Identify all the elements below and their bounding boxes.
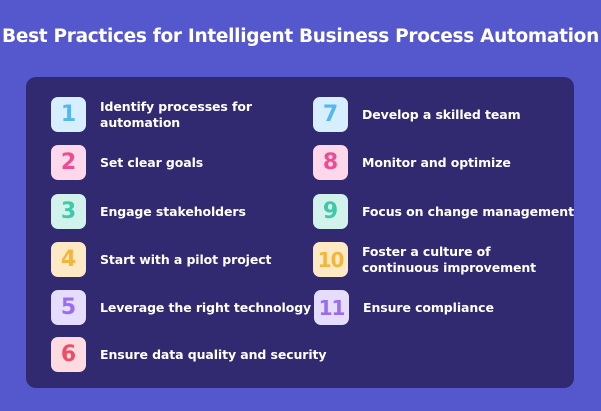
practice-item-6: 6 Ensure data quality and security <box>51 337 327 372</box>
number-badge: 6 <box>51 337 86 372</box>
number-badge: 1 <box>51 97 86 132</box>
practice-item-3: 3 Engage stakeholders <box>51 194 246 229</box>
practice-label: Leverage the right technology <box>100 299 312 315</box>
practice-label: Start with a pilot project <box>100 251 272 267</box>
practice-label: Engage stakeholders <box>100 203 246 219</box>
practice-label: Ensure data quality and security <box>100 346 327 362</box>
practice-label: Set clear goals <box>100 154 204 170</box>
practice-item-11: 11 Ensure compliance <box>314 290 494 325</box>
number-badge: 11 <box>314 290 349 325</box>
practice-item-4: 4 Start with a pilot project <box>51 242 272 277</box>
practice-item-8: 8 Monitor and optimize <box>313 145 511 180</box>
practice-item-10: 10 Foster a culture of continuous improv… <box>313 242 536 277</box>
practice-item-7: 7 Develop a skilled team <box>313 97 521 132</box>
number-badge: 5 <box>51 290 86 325</box>
number-badge: 10 <box>313 242 348 277</box>
practice-label: Foster a culture of continuous improveme… <box>362 243 537 275</box>
practice-label: Develop a skilled team <box>362 106 521 122</box>
number-badge: 8 <box>313 145 348 180</box>
practice-item-1: 1 Identify processes for automation <box>51 97 252 132</box>
practice-label: Identify processes for automation <box>100 98 252 130</box>
practices-panel: 1 Identify processes for automation 2 Se… <box>26 77 574 388</box>
practice-item-5: 5 Leverage the right technology <box>51 290 311 325</box>
practice-item-9: 9 Focus on change management <box>313 194 574 229</box>
practice-label: Focus on change management <box>362 203 574 219</box>
number-badge: 2 <box>51 145 86 180</box>
number-badge: 4 <box>51 242 86 277</box>
page-title: Best Practices for Intelligent Business … <box>2 26 599 47</box>
practice-label: Monitor and optimize <box>362 154 511 170</box>
number-badge: 7 <box>313 97 348 132</box>
number-badge: 3 <box>51 194 86 229</box>
practice-label: Ensure compliance <box>363 299 494 315</box>
practice-item-2: 2 Set clear goals <box>51 145 203 180</box>
number-badge: 9 <box>313 194 348 229</box>
